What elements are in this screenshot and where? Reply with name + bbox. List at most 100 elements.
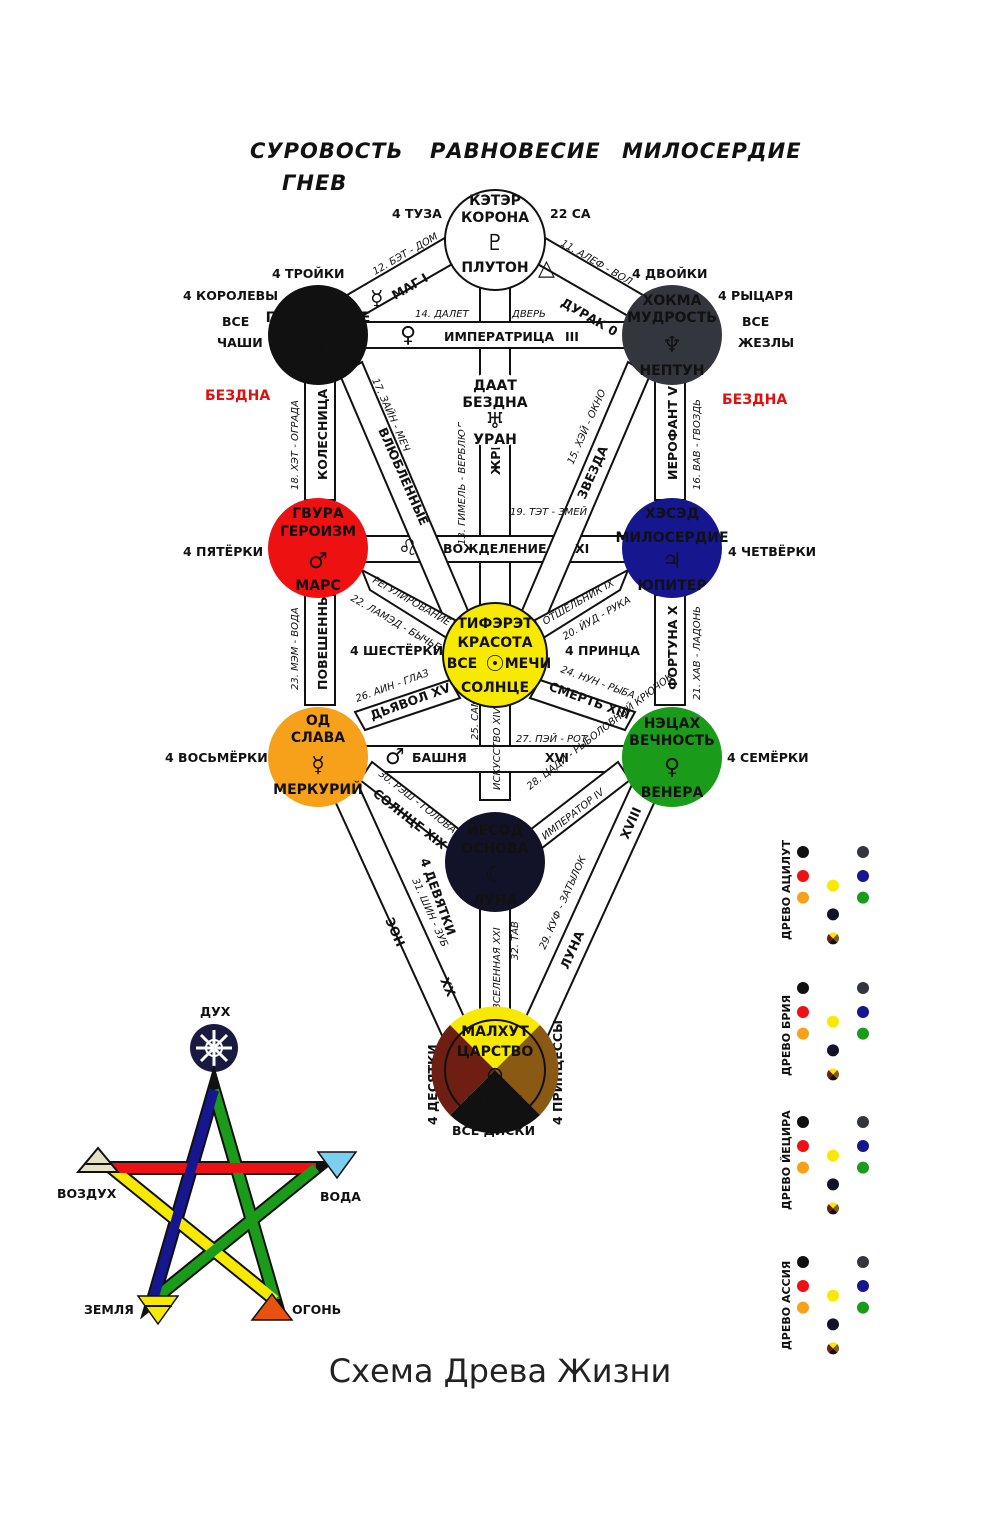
path-label-p32: 32. ТАВ bbox=[510, 921, 521, 960]
chesed-name: ХЭСЭД bbox=[645, 506, 699, 522]
malkuth-planet: ЗЕМЛЯ bbox=[467, 1094, 523, 1110]
path-label-p23: 23. МЭМ - ВОДА bbox=[290, 607, 301, 690]
mini-tree-dot bbox=[827, 908, 839, 921]
chesed-planet: ЮПИТЕР bbox=[637, 578, 706, 594]
tiferet-swords: МЕЧИ bbox=[505, 656, 552, 672]
pentagram-earth: ЗЕМЛЯ bbox=[84, 1302, 134, 1317]
label-queens: 4 КОРОЛЕВЫ bbox=[183, 288, 278, 303]
path-label-tower-num: XVI bbox=[545, 750, 569, 765]
path-label-lust-num: XI bbox=[575, 541, 589, 556]
pentagram-fire: ОГОНЬ bbox=[292, 1302, 341, 1317]
sephira-keter: КЭТЭР КОРОНА ♇ ПЛУТОН bbox=[444, 189, 546, 291]
tiferet-title: КРАСОТА bbox=[457, 635, 532, 651]
path-label-p14b: ДВЕРЬ bbox=[511, 309, 546, 320]
keter-name: КЭТЭР bbox=[469, 193, 521, 209]
path-label-chariot: КОЛЕСНИЦА VII bbox=[315, 366, 330, 480]
mini-tree-dot bbox=[857, 1027, 869, 1040]
path-label-tower: БАШНЯ bbox=[412, 750, 467, 765]
mars-path-icon: ♂ bbox=[385, 745, 405, 770]
malkuth-title: ЦАРСТВО bbox=[457, 1044, 534, 1060]
neptune-icon: ♆ bbox=[662, 333, 682, 358]
mini-tree-dot bbox=[827, 1178, 839, 1191]
label-eights: 4 ВОСЬМЁРКИ bbox=[165, 750, 268, 765]
path-label-art: ИСКУССТВО XIV bbox=[492, 707, 503, 790]
path-label-empress: ИМПЕРАТРИЦА bbox=[444, 329, 554, 344]
mini-tree-dot bbox=[857, 891, 869, 904]
mini-tree-dot bbox=[857, 1256, 869, 1268]
label-twos: 4 ДВОЙКИ bbox=[632, 266, 707, 281]
keter-planet: ПЛУТОН bbox=[461, 260, 528, 276]
earth-icon: ⊕ bbox=[486, 1063, 504, 1088]
netzach-planet: ВЕНЕРА bbox=[641, 785, 704, 801]
pentagram-air: ВОЗДУХ bbox=[57, 1186, 117, 1201]
path-label-p13: 13. ГИМЕЛЬ - ВЕРБЛЮД bbox=[457, 421, 468, 545]
venus-icon: ♀ bbox=[664, 755, 680, 780]
sephira-netzach: НЭЦАХ ВЕЧНОСТЬ ♀ ВЕНЕРА bbox=[622, 707, 722, 807]
hod-name: ОД bbox=[306, 713, 330, 729]
mini-tree-dot bbox=[797, 1027, 809, 1040]
mini-tree-malkuth-dot bbox=[827, 1342, 839, 1355]
mini-tree-dot bbox=[797, 1006, 809, 1018]
mars-icon: ♂ bbox=[308, 549, 328, 574]
binah-planet: САТУРН bbox=[286, 363, 349, 379]
mini-tree-dot bbox=[797, 1280, 809, 1292]
mini-tree-dot bbox=[797, 1140, 809, 1152]
mini-tree-dot bbox=[827, 1044, 839, 1057]
uranus-icon: ♅ bbox=[485, 409, 505, 434]
mini-tree-malkuth-dot bbox=[827, 932, 839, 945]
sephira-hod: ОД СЛАВА ☿ МЕРКУРИЙ bbox=[268, 707, 368, 807]
chokmah-planet: НЕПТУН bbox=[639, 363, 704, 379]
pentagram-spirit: ДУХ bbox=[200, 1004, 231, 1019]
mini-tree-dot bbox=[857, 1301, 869, 1314]
label-fours: 4 ЧЕТВЁРКИ bbox=[728, 544, 816, 559]
header-mercy: МИЛОСЕРДИЕ bbox=[622, 139, 802, 163]
path-label-empress-num: III bbox=[565, 329, 579, 344]
geburah-title: ГЕРОИЗМ bbox=[280, 524, 356, 540]
pentagram-water: ВОДА bbox=[320, 1189, 361, 1204]
chokmah-name: ХОКМА bbox=[643, 293, 702, 309]
sephira-chokmah: ХОКМА МУДРОСТЬ ♆ НЕПТУН bbox=[622, 285, 722, 385]
path-label-universe: ВСЕЛЕННАЯ XXI bbox=[492, 927, 503, 1010]
geburah-planet: МАРС bbox=[295, 578, 340, 594]
label-all-cups-1: ВСЕ bbox=[222, 314, 249, 329]
tiferet-all: ВСЕ bbox=[447, 656, 478, 672]
mini-tree-dot bbox=[797, 1301, 809, 1314]
header-severity: СУРОВОСТЬ bbox=[250, 139, 403, 163]
label-fives: 4 ПЯТЁРКИ bbox=[183, 544, 263, 559]
mini-tree-label: ДРЕВО АЦИЛУТ bbox=[780, 840, 793, 940]
sun-icon: ☉ bbox=[485, 652, 505, 677]
tiferet-name: ТИФЭРЭТ bbox=[457, 616, 533, 632]
netzach-name: НЭЦАХ bbox=[644, 716, 701, 732]
path-label-hierophant: ИЕРОФАНТ V bbox=[665, 386, 680, 480]
chesed-title: МИЛОСЕРДИЕ bbox=[615, 530, 728, 546]
mini-tree-dot bbox=[827, 1289, 839, 1302]
leo-icon: ♌ bbox=[398, 536, 418, 561]
path-label-p19: 19. ТЭТ - ЗМЕЙ bbox=[510, 505, 588, 518]
wheel-icon bbox=[196, 1030, 232, 1066]
mini-tree-dot bbox=[857, 1140, 869, 1152]
daat-planet: УРАН bbox=[473, 432, 517, 448]
header-balance: РАВНОВЕСИЕ bbox=[430, 139, 601, 163]
daat-title: БЕЗДНА bbox=[462, 395, 527, 411]
sephira-geburah: ГВУРА ГЕРОИЗМ ♂ МАРС bbox=[268, 498, 368, 598]
sephira-tiferet: ТИФЭРЭТ КРАСОТА ВСЕ ☉ МЕЧИ СОЛНЦЕ bbox=[442, 602, 552, 708]
path-tiferet-netzach bbox=[528, 678, 637, 732]
mini-tree-dot bbox=[797, 1256, 809, 1268]
mini-tree-dot bbox=[797, 891, 809, 904]
mini-tree-label: ДРЕВО ЙЕЦИРА bbox=[780, 1110, 793, 1210]
label-aces: 4 ТУЗА bbox=[392, 206, 442, 221]
mini-tree-dot bbox=[857, 982, 869, 994]
label-sixes: 4 ШЕСТЁРКИ bbox=[350, 643, 443, 658]
sephira-daat: ДААТ БЕЗДНА ♅ УРАН bbox=[457, 372, 533, 448]
header-wrath: ГНЕВ bbox=[282, 171, 347, 195]
label-sa22: 22 СА bbox=[550, 206, 591, 221]
netzach-title: ВЕЧНОСТЬ bbox=[629, 733, 715, 749]
mini-tree-label: ДРЕВО БРИЯ bbox=[780, 995, 793, 1076]
label-wands: ЖЕЗЛЫ bbox=[738, 335, 794, 350]
mini-tree-dot bbox=[797, 1161, 809, 1174]
mini-tree-dot bbox=[857, 1006, 869, 1018]
mini-tree-dot bbox=[857, 1280, 869, 1292]
mini-tree-dot bbox=[857, 1161, 869, 1174]
